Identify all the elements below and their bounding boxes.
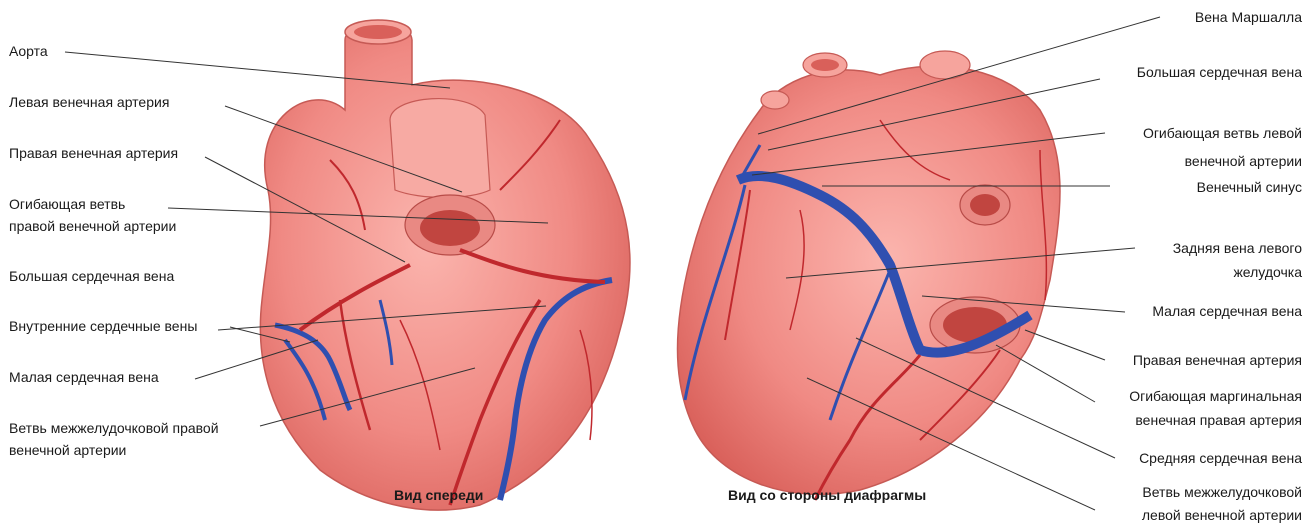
label-aorta: Аорта (9, 41, 48, 61)
label-posterior-lv-vein-line1: Задняя вена левого (1173, 238, 1302, 258)
label-great-cardiac-vein-front: Большая сердечная вена (9, 266, 174, 286)
label-interventricular-branch-line1: Ветвь межжелудочковой правой (9, 418, 219, 438)
diaphragm-heart (678, 51, 1061, 500)
label-marshall-vein: Вена Маршалла (1195, 7, 1302, 27)
label-interventricular-branch-line2: венечной артерии (9, 440, 126, 460)
label-great-cardiac-vein-back: Большая сердечная вена (1137, 62, 1302, 82)
label-left-coronary-artery: Левая венечная артерия (9, 92, 169, 112)
label-right-coronary-artery-back: Правая венечная артерия (1133, 350, 1302, 370)
caption-front-view: Вид спереди (394, 487, 483, 503)
label-small-cardiac-vein-back: Малая сердечная вена (1152, 301, 1302, 321)
label-marginal-line2: венечная правая артерия (1135, 410, 1302, 430)
label-internal-cardiac-veins: Внутренние сердечные вены (9, 316, 197, 336)
label-marginal-line1: Огибающая маргинальная (1129, 386, 1302, 406)
label-posterior-lv-vein-line2: желудочка (1233, 262, 1302, 282)
label-middle-cardiac-vein: Средняя сердечная вена (1139, 448, 1302, 468)
label-circumflex-left-line1: Огибающая ветвь левой (1143, 123, 1302, 143)
label-small-cardiac-vein-front: Малая сердечная вена (9, 367, 159, 387)
label-circumflex-right-line2: правой венечной артерии (9, 216, 176, 236)
label-interventricular-left-line2: левой венечной артерии (1142, 505, 1302, 525)
label-coronary-sinus: Венечный синус (1197, 177, 1302, 197)
caption-diaphragm-view: Вид со стороны диафрагмы (728, 487, 926, 503)
label-circumflex-left-line2: венечной артерии (1185, 151, 1302, 171)
label-circumflex-right-line1: Огибающая ветвь (9, 194, 125, 214)
front-heart (260, 20, 630, 510)
label-right-coronary-artery: Правая венечная артерия (9, 143, 178, 163)
label-interventricular-left-line1: Ветвь межжелудочковой (1142, 482, 1302, 502)
